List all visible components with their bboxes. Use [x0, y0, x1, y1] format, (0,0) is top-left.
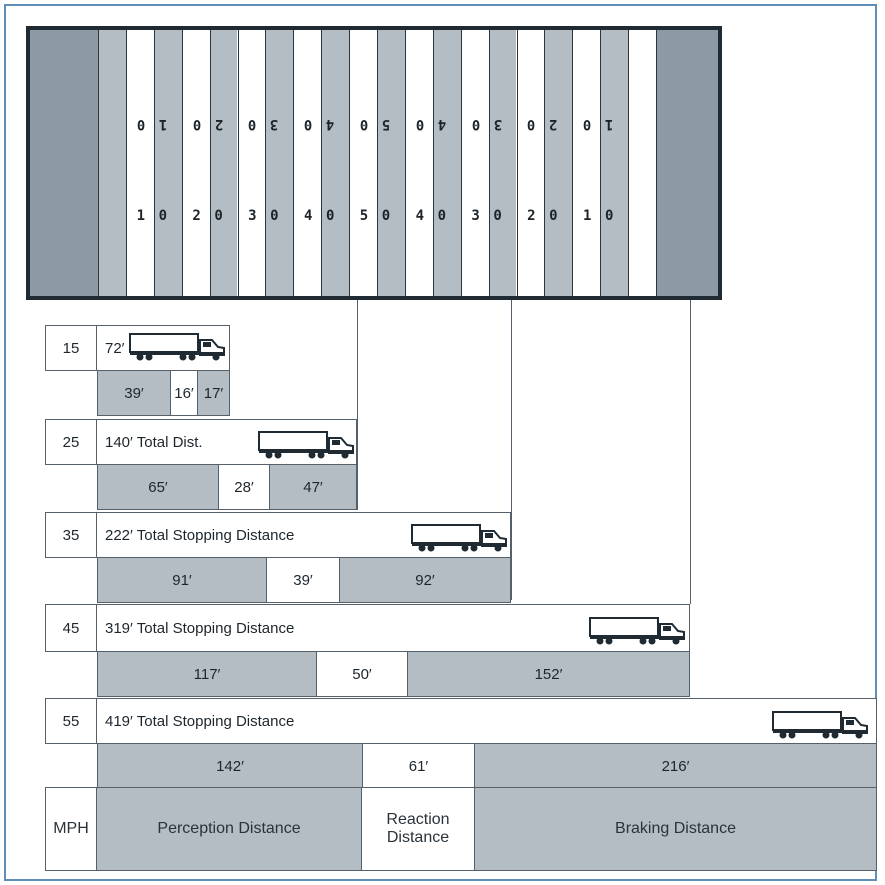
bottom-yard-number-digit: 1 [136, 208, 146, 224]
guide-line-55 [690, 300, 691, 604]
truck-icon [129, 333, 225, 361]
bottom-yard-number-digit: 3 [248, 208, 257, 224]
perception-segment: 39′ [97, 370, 171, 416]
top-yard-number-digit: 0 [248, 116, 257, 132]
top-yard-number-digit: 4 [437, 116, 447, 132]
total-distance-label: 419′ Total Stopping Distance [96, 698, 877, 744]
bottom-yard-number-digit: 4 [303, 208, 313, 224]
truck-icon [772, 711, 868, 739]
braking-segment: 152′ [407, 651, 690, 697]
truck-icon [258, 431, 354, 459]
field-stripe [572, 30, 601, 296]
top-yard-number-digit: 0 [471, 116, 480, 132]
bottom-yard-number-digit: 0 [549, 208, 558, 224]
field-stripe [321, 30, 350, 296]
top-yard-number-digit: 1 [158, 116, 168, 132]
mph-cell: 15 [45, 325, 97, 371]
field-stripe [544, 30, 573, 296]
field-stripe [98, 30, 126, 296]
top-yard-number-digit: 2 [549, 116, 558, 132]
field-stripe [377, 30, 405, 296]
bottom-yard-number-digit: 3 [471, 208, 480, 224]
top-yard-number-digit: 0 [359, 116, 369, 132]
bottom-yard-number-digit: 0 [381, 208, 391, 224]
bottom-yard-number-digit: 1 [582, 208, 592, 224]
truck-icon [411, 524, 507, 552]
bottom-yard-number-digit: 0 [214, 208, 223, 224]
bottom-yard-number-digit: 2 [192, 208, 201, 224]
perception-segment: 91′ [97, 557, 267, 603]
legend-mph: MPH [45, 787, 97, 871]
perception-segment: 142′ [97, 743, 363, 789]
reaction-segment: 50′ [316, 651, 408, 697]
bottom-yard-number-digit: 0 [270, 208, 279, 224]
legend-perception: Perception Distance [96, 787, 362, 871]
top-yard-number-digit: 0 [136, 116, 146, 132]
top-yard-number-digit: 5 [381, 116, 391, 132]
bottom-yard-number-digit: 0 [437, 208, 447, 224]
mph-cell: 45 [45, 604, 97, 652]
braking-segment: 92′ [339, 557, 511, 603]
field-stripe [432, 30, 461, 296]
field-stripe [404, 30, 433, 296]
mph-cell: 25 [45, 419, 97, 465]
field-stripe [209, 30, 238, 296]
reaction-segment: 39′ [266, 557, 340, 603]
mph-cell: 55 [45, 698, 97, 744]
top-yard-number-digit: 0 [192, 116, 201, 132]
field-stripe [516, 30, 545, 296]
field-stripe [181, 30, 210, 296]
top-yard-number-digit: 0 [527, 116, 536, 132]
bottom-yard-number-digit: 5 [359, 208, 369, 224]
top-yard-number-digit: 4 [325, 116, 335, 132]
reaction-segment: 16′ [170, 370, 198, 416]
bottom-yard-number-digit: 2 [527, 208, 536, 224]
top-yard-number-digit: 0 [582, 116, 592, 132]
field-stripe [628, 30, 656, 296]
top-yard-number-digit: 3 [493, 116, 502, 132]
field-stripe [488, 30, 517, 296]
perception-segment: 117′ [97, 651, 317, 697]
field-stripe [293, 30, 322, 296]
bottom-yard-number-digit: 0 [604, 208, 614, 224]
bottom-yard-number-digit: 0 [325, 208, 335, 224]
guide-line-35 [357, 300, 358, 510]
guide-line-45 [511, 300, 512, 600]
reaction-segment: 61′ [362, 743, 475, 789]
field-stripe [349, 30, 377, 296]
field-stripe [237, 30, 266, 296]
braking-segment: 17′ [197, 370, 230, 416]
mph-cell: 35 [45, 512, 97, 558]
legend-reaction: Reaction Distance [361, 787, 475, 871]
perception-segment: 65′ [97, 464, 219, 510]
field-stripe [460, 30, 489, 296]
bottom-yard-number-digit: 4 [415, 208, 425, 224]
braking-segment: 216′ [474, 743, 877, 789]
field-stripe [125, 30, 154, 296]
left-endzone [30, 30, 98, 296]
right-endzone [656, 30, 718, 296]
top-yard-number-digit: 3 [270, 116, 279, 132]
top-yard-number-digit: 2 [214, 116, 223, 132]
field-stripe [153, 30, 182, 296]
top-yard-number-digit: 1 [604, 116, 614, 132]
bottom-yard-number-digit: 0 [158, 208, 168, 224]
bottom-yard-number-digit: 0 [493, 208, 502, 224]
truck-icon [589, 617, 685, 645]
braking-segment: 47′ [269, 464, 357, 510]
field-stripe [600, 30, 629, 296]
top-yard-number-digit: 0 [303, 116, 313, 132]
legend-braking: Braking Distance [474, 787, 877, 871]
reaction-segment: 28′ [218, 464, 270, 510]
top-yard-number-digit: 0 [415, 116, 425, 132]
field-stripe [265, 30, 294, 296]
